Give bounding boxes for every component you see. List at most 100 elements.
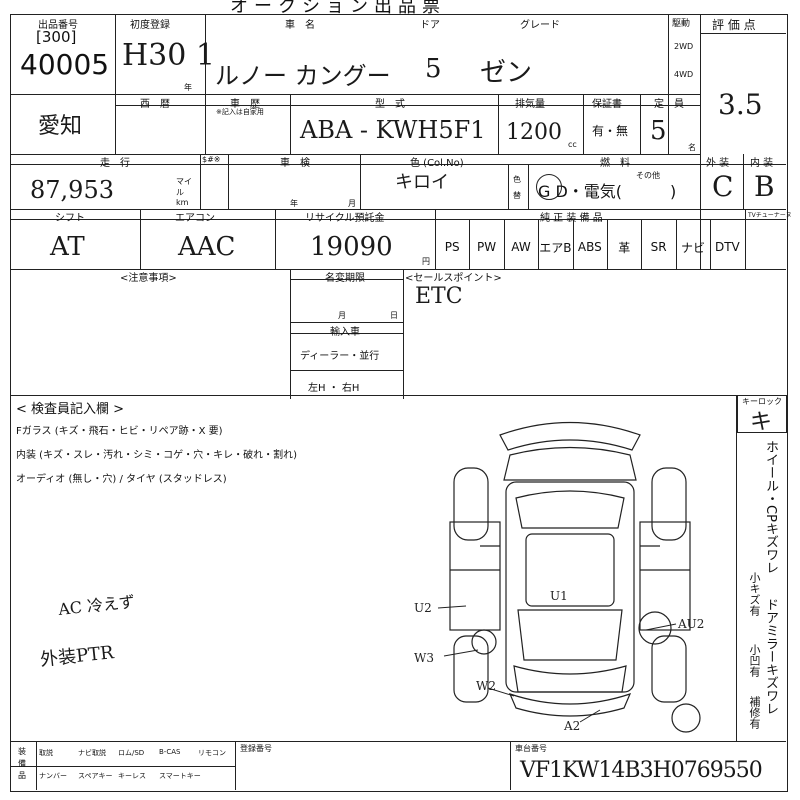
equipment-item: 革	[618, 240, 631, 255]
keylock-label: キーロック	[742, 397, 782, 406]
caution-label: <注意事項>	[120, 273, 177, 284]
inspection-month: 月	[348, 199, 356, 208]
lane-code: [300]	[36, 28, 77, 46]
first-registration-value: H30 1	[122, 38, 215, 73]
side-text-col1: ホイール・CPキズワレ	[763, 440, 778, 574]
tv-note: TVチューナーヌ	[748, 212, 792, 219]
cc-unit: cc	[568, 140, 577, 149]
interior-value: B	[754, 170, 775, 203]
bottom-item: キーレス	[118, 772, 146, 780]
equipment-item: PS	[444, 240, 460, 254]
exterior-label: 外 装	[706, 158, 730, 169]
lot-number: 40005	[20, 48, 110, 81]
car-damage-diagram: U1 U2 W3 W2 AU2 A2	[414, 421, 704, 733]
equipment-item: DTV	[714, 240, 740, 254]
fuel-g-circle	[536, 174, 562, 200]
equipment-item: エアB	[539, 240, 572, 255]
model-code-label: 型 式	[375, 99, 405, 110]
seireki-label: 西 暦	[140, 99, 170, 110]
inspector-line-2: 内装 (キズ・スレ・汚れ・シミ・コゲ・穴・キレ・破れ・割れ)	[16, 450, 297, 461]
aircon-label: エアコン	[175, 213, 215, 224]
plate-label: 登録番号	[240, 744, 272, 753]
capacity-value: 5	[650, 116, 667, 146]
prefecture-value: 愛知	[38, 114, 83, 139]
car-name-label: 車 名	[285, 20, 315, 31]
sales-point-label: <セールスポイント>	[405, 273, 502, 284]
door-label: ドア	[420, 20, 440, 31]
color-label: 色 (Col.No)	[410, 158, 464, 169]
bottom-item: ロム/SD	[118, 749, 145, 757]
side-text-col4: 小凹有	[748, 644, 761, 677]
model-code-value: ABA - KWH5F1	[300, 116, 486, 144]
inspector-line-1: Fガラス (キズ・飛石・ヒビ・リペア跡・X 要)	[16, 426, 223, 437]
mark-u2: U2	[414, 601, 432, 615]
inspection-year: 年	[290, 199, 298, 208]
recycle-label: リサイクル預託金	[305, 213, 385, 224]
name-change-month: 月	[338, 311, 346, 320]
fuel-value: G D・電気( )	[538, 182, 677, 201]
capacity-unit: 名	[688, 143, 696, 152]
meter-change-label: $#※	[202, 155, 221, 164]
side-text-col2: ドアミラーキズワレ	[763, 598, 778, 715]
name-change-label: 名変期限	[325, 273, 365, 284]
equipment-item: SR	[650, 240, 667, 254]
inspection-label: 車 検	[280, 158, 310, 169]
mark-w3: W3	[414, 651, 434, 665]
equipment-item: AW	[511, 240, 531, 254]
shift-label: シフト	[55, 213, 85, 224]
side-text-col5: 補修有	[748, 696, 761, 729]
dealer-label: ディーラー・並行	[300, 351, 380, 362]
drive-label: 駆動	[672, 19, 691, 29]
color-change-label: 色 替	[513, 175, 521, 200]
mark-w2: W2	[476, 679, 496, 693]
bottom-item: 取説	[39, 749, 53, 757]
door-value: 5	[425, 54, 442, 84]
equipment-item: ナビ	[680, 240, 705, 255]
recycle-unit: 円	[422, 257, 430, 266]
4wd-label: 4WD	[674, 70, 694, 79]
capacity-label: 定 員	[654, 99, 684, 110]
recycle-value: 19090	[310, 232, 393, 262]
sales-point-value: ETC	[415, 284, 463, 309]
inspector-line-3: オーディオ (無し・穴) / タイヤ (スタッドレス)	[16, 474, 227, 485]
score-value: 3.5	[718, 88, 763, 121]
car-name-value: ルノー カングー	[215, 62, 391, 90]
equipment-item: PW	[477, 240, 497, 254]
mark-u1: U1	[550, 589, 568, 603]
warranty-label: 保証書	[592, 99, 622, 110]
fuel-other-label: その他	[636, 171, 660, 180]
mark-au2: AU2	[677, 617, 704, 631]
mileage-unit: マイル km	[176, 177, 192, 207]
first-registration-label: 初度登録	[130, 20, 170, 31]
lot-label: 出品番号	[38, 20, 78, 31]
equipment-label: 純 正 装 備 品	[540, 213, 603, 224]
interior-label: 内 装	[750, 158, 774, 169]
sheet-frame	[10, 14, 788, 792]
bottom-item: ナンバー	[39, 772, 67, 780]
color-value: キロイ	[395, 172, 449, 193]
displacement-value: 1200	[506, 120, 562, 145]
keylock-value: キ	[750, 410, 773, 435]
year-mark: 年	[184, 83, 192, 92]
handle-label: 左H ・ 右H	[308, 383, 360, 394]
aircon-value: AAC	[178, 232, 236, 262]
grade-value: ゼン	[480, 58, 533, 88]
bottom-item: ナビ取説	[78, 749, 106, 757]
2wd-label: 2WD	[674, 42, 694, 51]
inspector-label: < 検査員記入欄 >	[16, 402, 125, 417]
bottom-item: スマートキー	[159, 772, 201, 780]
shareki-label: 車 歴	[230, 99, 260, 110]
chassis-value: VF1KW14B3H0769550	[520, 758, 763, 783]
exterior-value: C	[712, 170, 734, 203]
displacement-label: 排気量	[515, 99, 545, 110]
chassis-label: 車台番号	[515, 744, 547, 753]
sheet-title: オークション出品票	[230, 0, 446, 17]
bottom-item: B-CAS	[159, 748, 181, 756]
mark-a2: A2	[563, 719, 580, 733]
import-label: 輸入車	[330, 327, 360, 338]
mileage-value: 87,953	[30, 176, 114, 204]
equipment-item: ABS	[577, 240, 602, 254]
mileage-label: 走 行	[100, 158, 130, 169]
grade-label: グレード	[520, 20, 560, 31]
shareki-note: ※記入は自家用	[216, 108, 264, 116]
